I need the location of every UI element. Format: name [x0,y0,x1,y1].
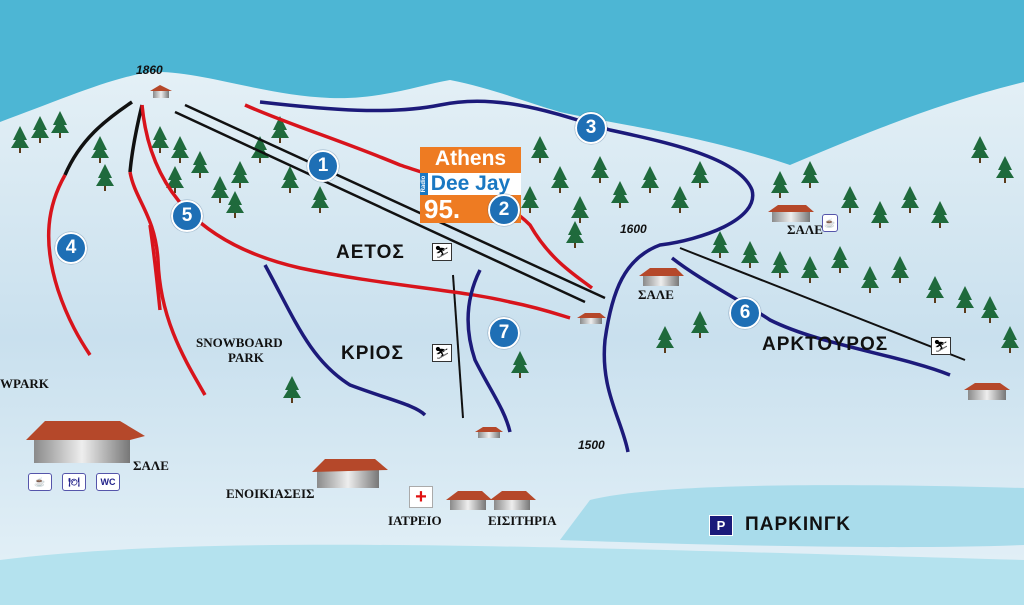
parking-label: ΠΑΡΚΙΝΓΚ [745,514,851,535]
black-slopes [63,100,144,176]
ski-lift-icon: ⛷ [432,243,452,261]
slope-5-branch [128,171,207,396]
ski-lift-icon: ⛷ [931,337,951,355]
chalet-right [768,205,814,222]
restaurant-icon: 🍽 [62,473,86,491]
chalet-label: ΣΑΛΕ [638,287,674,302]
lift-arktouros-line [679,247,966,361]
sponsor-line2: Dee Jay [420,173,521,195]
slope-6 [670,256,951,377]
slope-blue-krios [263,264,427,417]
sponsor-small: Radio [421,175,427,193]
infirmary-building [446,491,492,510]
slope-3 [259,99,755,453]
blue-slopes [259,99,951,453]
tickets-building [490,491,536,510]
snowpark-label: WPARK [0,376,49,391]
altitude-top: 1860 [136,63,163,77]
tickets-label: ΕΙΣΙΤΗΡΙΑ [488,513,557,528]
slope-4 [46,174,92,356]
sponsor-line1: Athens [434,147,507,170]
slope-marker-2[interactable]: 2 [488,194,520,226]
ski-lift-icon: ⛷ [432,344,452,362]
lift-aetos-line [184,103,606,300]
slope-marker-5[interactable]: 5 [171,200,203,232]
slope-5 [140,104,571,320]
slope-marker-1[interactable]: 1 [307,150,339,182]
lift-krios-line [452,274,464,419]
snowboard-park-label-line1: SNOWBOARD [196,335,283,350]
parking-icon: P [709,515,733,536]
slope-marker-7[interactable]: 7 [488,317,520,349]
slope-7 [466,269,512,433]
infirmary-label: ΙΑΤΡΕΙΟ [388,513,442,528]
sponsor-line3: 95. [424,194,461,224]
slope-marker-4[interactable]: 4 [55,232,87,264]
cafe-icon: ☕ [822,214,838,232]
sponsor-logo: Athens Dee Jay Radio 95. [420,147,521,224]
first-aid-icon: + [409,486,433,508]
chalet-mid [639,268,684,286]
buildings [26,85,1010,510]
lake [560,485,1024,548]
lake-bottom [0,544,1024,605]
slope-marker-3[interactable]: 3 [575,112,607,144]
lift-krios-label: ΚΡΙΟΣ [341,343,404,364]
snowboard-park-label-line2: PARK [228,350,264,365]
chalet-label: ΣΑΛΕ [133,458,169,473]
wc-icon: WC [96,473,120,491]
cafe-icon: ☕ [28,473,52,491]
rentals-label: ΕΝΟΙΚΙΑΣΕΙΣ [226,486,315,501]
sponsor-radio-band: Radio [420,173,428,195]
rentals-building [312,459,388,488]
lift-aetos-label: ΑΕΤΟΣ [336,242,405,263]
chalet-top [150,85,172,98]
altitude-bottom: 1500 [578,438,605,452]
altitude-middle: 1600 [620,222,647,236]
chalet-label: ΣΑΛΕ [787,222,823,237]
chalet-main [26,421,145,463]
slope-marker-6[interactable]: 6 [729,297,761,329]
lift-arktouros-label: ΑΡΚΤΟΥΡΟΣ [762,334,889,355]
lift-lines [174,103,966,419]
